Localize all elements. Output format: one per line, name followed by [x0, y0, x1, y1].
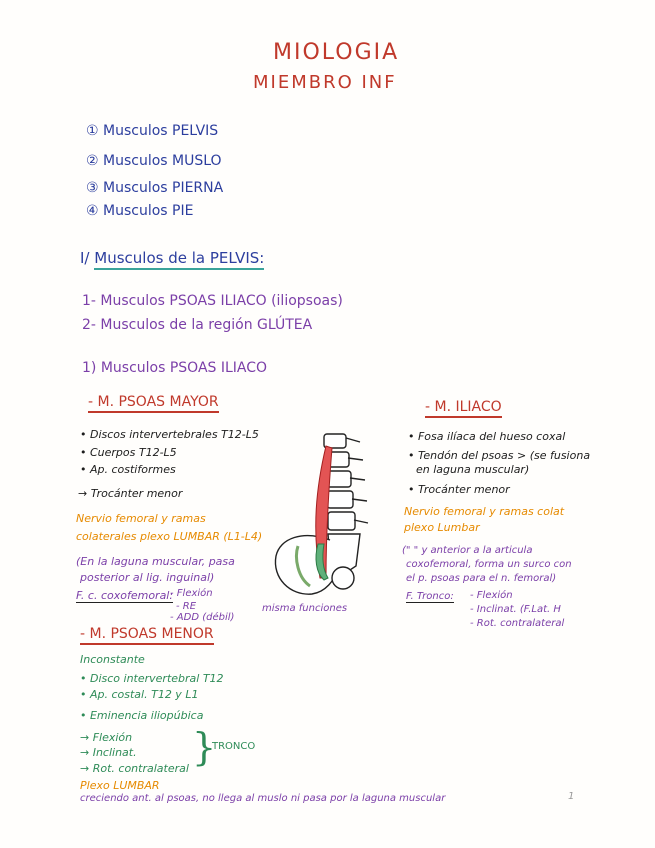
index-item-muslo: ② Musculos MUSLO	[86, 153, 222, 169]
section-heading: I/ Musculos de la PELVIS:	[80, 249, 265, 270]
psoas-menor-func-3: → Rot. contralateral	[80, 762, 189, 775]
psoas-mayor-func-2: - RE	[176, 601, 197, 612]
iliaco-item-2: • Tendón del psoas > (se fusiona	[408, 449, 591, 462]
psoas-mayor-note-2: posterior al lig. inguinal)	[80, 571, 215, 584]
page-subtitle: MIEMBRO INF	[253, 72, 397, 93]
vertebra-5	[327, 511, 356, 531]
iliaco-title: - M. ILIACO	[425, 399, 502, 418]
iliaco-func-2: - Inclinat. (F.Lat. H	[470, 604, 561, 615]
index-item-pelvis: ① Musculos PELVIS	[86, 123, 219, 139]
section-heading-text: Musculos de la PELVIS:	[94, 249, 265, 270]
iliaco-item-1: • Fosa ilíaca del hueso coxal	[408, 430, 566, 443]
psoas-mayor-title: - M. PSOAS MAYOR	[88, 394, 219, 413]
index-item-pierna: ③ Musculos PIERNA	[86, 180, 224, 196]
iliaco-item-3: en laguna muscular)	[416, 463, 530, 476]
psoas-menor-plexo: Plexo LUMBAR	[80, 779, 160, 792]
psoas-mayor-insertion: → Trocánter menor	[78, 487, 183, 500]
iliaco-note-3: el p. psoas para el n. femoral)	[406, 573, 557, 584]
psoas-menor-item-1: • Disco intervertebral T12	[80, 672, 224, 685]
iliaco-func-label: F. Tronco:	[406, 591, 454, 603]
section-item-psoas: 1- Musculos PSOAS ILIACO (iliopsoas)	[82, 293, 343, 309]
psoas-menor-item-2: • Ap. costal. T12 y L1	[80, 688, 199, 701]
femur-head	[331, 566, 355, 590]
psoas-mayor-func-3: - ADD (débil)	[170, 612, 235, 623]
psoas-mayor-note-1: (En la laguna muscular, pasa	[76, 555, 235, 568]
psoas-mayor-func-label: F. c. coxofemoral:	[76, 589, 174, 603]
psoas-mayor-origin-3: • Ap. costiformes	[80, 463, 176, 476]
tronco-label: TRONCO	[212, 741, 256, 752]
psoas-menor-func-2: → Inclinat.	[80, 746, 137, 759]
misma-funciones-label: misma funciones	[262, 603, 348, 614]
page-number: 1	[568, 791, 575, 802]
section-item-glutea: 2- Musculos de la región GLÚTEA	[82, 317, 313, 333]
brace-icon: }	[192, 725, 217, 769]
iliaco-item-4: • Trocánter menor	[408, 483, 510, 496]
vertebra-4	[326, 490, 354, 509]
psoas-mayor-origin-2: • Cuerpos T12-L5	[80, 446, 177, 459]
iliaco-note-2: coxofemoral, forma un surco con	[406, 559, 572, 570]
psoas-mayor-origin-1: • Discos intervertebrales T12-L5	[80, 428, 259, 441]
vertebra-1	[323, 433, 347, 449]
psoas-menor-inconstant: Inconstante	[80, 653, 145, 666]
psoas-menor-footer-note: creciendo ant. al psoas, no llega al mus…	[80, 793, 446, 804]
psoas-menor-func-1: → Flexión	[80, 731, 133, 744]
iliaco-nerve-1: Nervio femoral y ramas colat	[404, 505, 565, 518]
iliacus-muscle	[315, 543, 329, 581]
iliaco-note-1: (" " y anterior a la articula	[402, 545, 533, 556]
psoas-menor-title: - M. PSOAS MENOR	[80, 626, 214, 645]
psoas-menor-item-3: • Eminencia iliopúbica	[80, 709, 204, 722]
iliacus-outline	[295, 545, 311, 588]
subsection-title: 1) Musculos PSOAS ILIACO	[82, 360, 268, 376]
psoas-mayor-func-1: - Flexión	[170, 588, 213, 599]
page-title: MIOLOGIA	[273, 40, 400, 65]
psoas-mayor-nerve-2: colaterales plexo LUMBAR (L1-L4)	[76, 530, 263, 543]
iliaco-func-1: - Flexión	[470, 590, 513, 601]
iliaco-func-3: - Rot. contralateral	[470, 618, 565, 629]
index-item-pie: ④ Musculos PIE	[86, 203, 194, 219]
psoas-anatomy-illustration	[274, 433, 369, 595]
iliaco-nerve-2: plexo Lumbar	[404, 521, 480, 534]
section-heading-prefix: I/	[80, 249, 90, 267]
psoas-mayor-nerve-1: Nervio femoral y ramas	[76, 512, 206, 525]
